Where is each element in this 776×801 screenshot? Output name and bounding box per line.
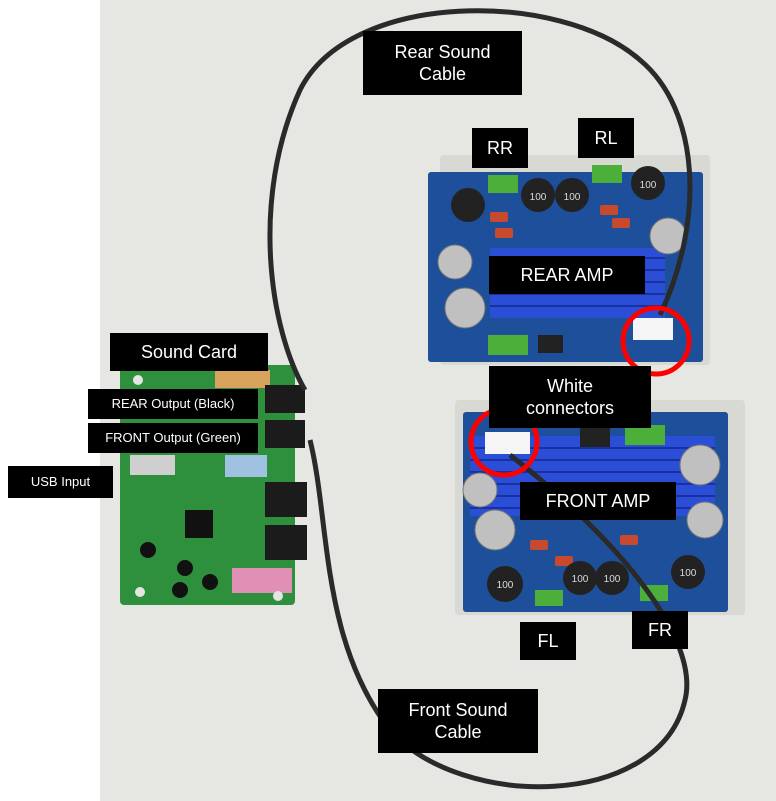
pcb-marking: 100 bbox=[530, 192, 547, 203]
rear-sound-cable-label: Rear Sound Cable bbox=[363, 31, 522, 95]
rear-amp-white-connector-highlight bbox=[620, 305, 692, 377]
rear-output-label: REAR Output (Black) bbox=[88, 389, 258, 419]
rl-label: RL bbox=[578, 118, 634, 158]
pcb-marking: 100 bbox=[640, 180, 657, 191]
pcb-marking: 100 bbox=[680, 568, 697, 579]
pcb-marking: 100 bbox=[497, 580, 514, 591]
rear-sound-cable bbox=[267, 8, 693, 392]
fl-label: FL bbox=[520, 622, 576, 660]
pcb-marking: 100 bbox=[564, 192, 581, 203]
front-amp-label: FRONT AMP bbox=[520, 482, 676, 520]
fr-label: FR bbox=[632, 611, 688, 649]
sound-card-label: Sound Card bbox=[110, 333, 268, 371]
rr-label: RR bbox=[472, 128, 528, 168]
white-connectors-label: White connectors bbox=[489, 366, 651, 428]
front-sound-cable bbox=[307, 439, 690, 790]
front-sound-cable-label: Front Sound Cable bbox=[378, 689, 538, 753]
pcb-marking: 100 bbox=[604, 574, 621, 585]
usb-input-label: USB Input bbox=[8, 466, 113, 498]
front-output-label: FRONT Output (Green) bbox=[88, 423, 258, 453]
pcb-marking: 100 bbox=[572, 574, 589, 585]
rear-amp-label: REAR AMP bbox=[489, 256, 645, 294]
